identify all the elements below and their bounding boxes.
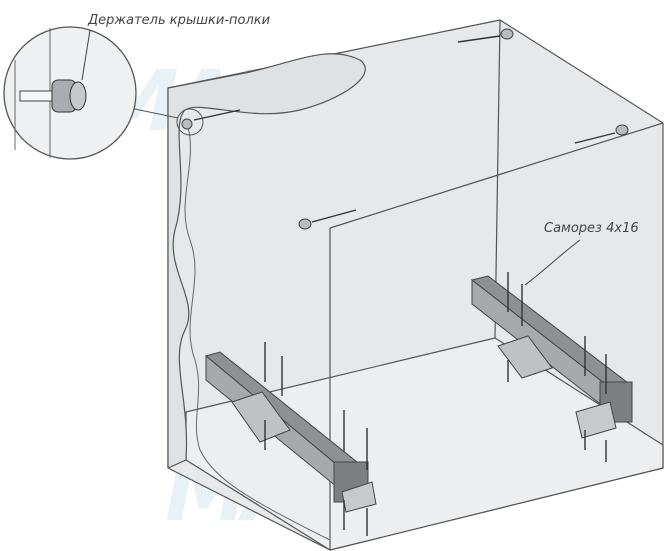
detail-magnifier	[3, 26, 204, 160]
cabinet-top-edge	[329, 122, 664, 229]
lid-holder-label: Держатель крышки-полки	[87, 13, 270, 28]
drawer-slide-left	[204, 351, 377, 513]
lid-holders	[181, 28, 629, 230]
lid-holder-front	[298, 209, 357, 230]
cabinet	[167, 19, 664, 551]
screws	[264, 272, 607, 536]
cabinet-cut-line	[184, 119, 331, 541]
lid-holder-left	[181, 109, 241, 130]
drawer-slide-right	[470, 275, 633, 439]
slide-left-mount-plate	[231, 391, 291, 443]
lid-holder-label-leader	[81, 29, 91, 81]
lid-holder-pin-icon	[19, 90, 53, 102]
screw-label-leader	[524, 239, 581, 286]
slide-right-mount-plate	[497, 335, 553, 379]
screw-label: Саморез 4х16	[544, 221, 639, 236]
lid-holder-right	[574, 124, 629, 144]
magnifier-leader-line	[129, 107, 179, 119]
lid-holder-cap-icon	[69, 81, 87, 111]
slide-right-foot-plate	[575, 401, 617, 439]
magnifier-target-ring	[176, 108, 204, 136]
lid-holder-back	[457, 28, 514, 43]
